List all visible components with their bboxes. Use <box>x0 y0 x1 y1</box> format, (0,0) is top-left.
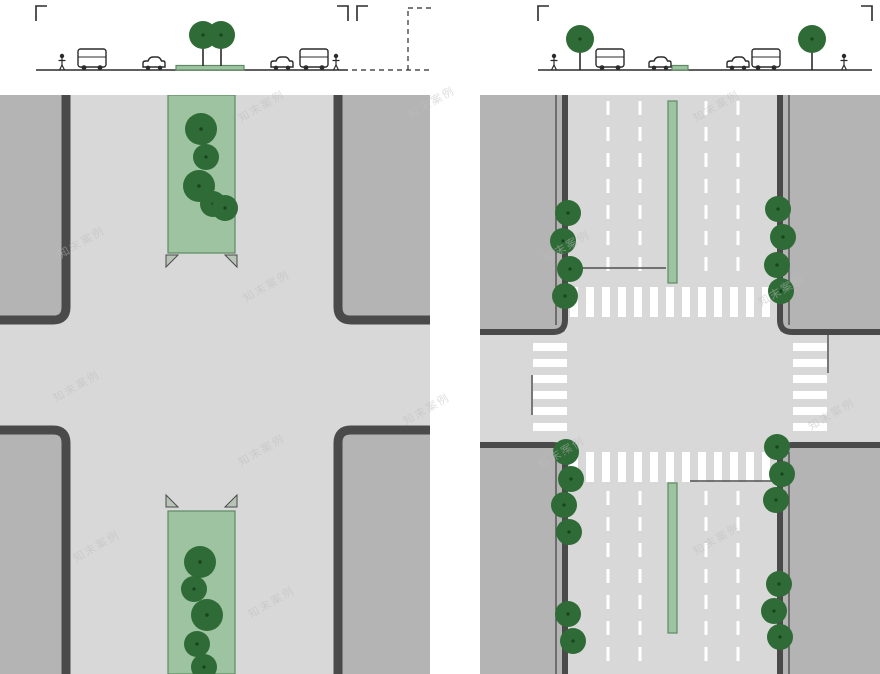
tree-icon <box>553 439 579 465</box>
tree-icon <box>552 283 578 309</box>
tree-icon <box>555 200 581 226</box>
tree-icon <box>768 278 794 304</box>
tree-icon <box>558 466 584 492</box>
building-block-bottom-left <box>0 430 66 674</box>
building-block-top-left <box>480 95 565 332</box>
curb-edge <box>333 425 430 674</box>
tree-icon <box>565 24 595 71</box>
tree-icon <box>191 599 223 631</box>
tree-icon <box>185 113 217 145</box>
property-line-bracket <box>35 5 47 21</box>
tree-icon <box>212 195 238 221</box>
bus-icon <box>299 48 329 71</box>
car-icon <box>648 56 672 71</box>
tree-icon <box>761 598 787 624</box>
pedestrian-icon <box>58 53 66 71</box>
tree-icon <box>184 631 210 657</box>
median-end-marker <box>223 493 238 508</box>
bus-icon <box>751 48 781 71</box>
median-end-marker <box>223 254 238 269</box>
tree-icon <box>797 24 827 71</box>
tree-icon <box>764 434 790 460</box>
car-icon <box>726 56 750 71</box>
pedestrian-icon <box>550 53 558 71</box>
property-line-bracket <box>537 5 549 21</box>
tree-icon <box>766 571 792 597</box>
curb-edge <box>480 95 568 335</box>
bus-icon <box>77 48 107 71</box>
tree-icon <box>193 144 219 170</box>
tree-icon <box>765 196 791 222</box>
tree-icon <box>551 492 577 518</box>
bus-icon <box>595 48 625 71</box>
median-strip-section <box>175 64 245 71</box>
pedestrian-icon <box>840 53 848 71</box>
property-line-bracket <box>356 5 368 21</box>
curb-edge <box>777 95 880 335</box>
building-block-top-right <box>780 95 880 332</box>
building-block-bottom-right <box>780 445 880 674</box>
tree-icon <box>206 20 236 67</box>
pedestrian-icon <box>332 53 340 71</box>
building-block-top-left <box>0 95 66 320</box>
car-icon <box>270 56 294 71</box>
tree-icon <box>181 576 207 602</box>
curb-edge <box>0 425 71 674</box>
property-line-bracket <box>861 5 873 21</box>
median-end-marker <box>165 254 180 269</box>
median-end-marker <box>165 493 180 508</box>
tree-icon <box>769 461 795 487</box>
median-planting-strip <box>667 482 678 634</box>
tree-icon <box>184 546 216 578</box>
median-planting-strip <box>667 100 678 284</box>
curb-edge <box>333 95 430 325</box>
tree-icon <box>555 601 581 627</box>
right-cross-section <box>537 5 873 71</box>
tree-icon <box>764 252 790 278</box>
cross-sections <box>35 5 873 71</box>
tree-icon <box>556 519 582 545</box>
building-block-bottom-right <box>338 430 430 674</box>
tree-icon <box>770 224 796 250</box>
left-cross-section <box>35 5 433 71</box>
tree-icon <box>560 628 586 654</box>
right-plan-view <box>480 95 880 674</box>
tree-icon <box>557 256 583 282</box>
building-block-top-right <box>338 95 430 320</box>
left-plan-view <box>0 95 430 674</box>
tree-icon <box>763 487 789 513</box>
tree-icon <box>550 228 576 254</box>
car-icon <box>142 56 166 71</box>
property-line-bracket <box>337 5 349 21</box>
curb-edge <box>0 95 71 325</box>
median-strip-section <box>671 64 689 71</box>
tree-icon <box>767 624 793 650</box>
building-block-bottom-left <box>480 445 565 674</box>
